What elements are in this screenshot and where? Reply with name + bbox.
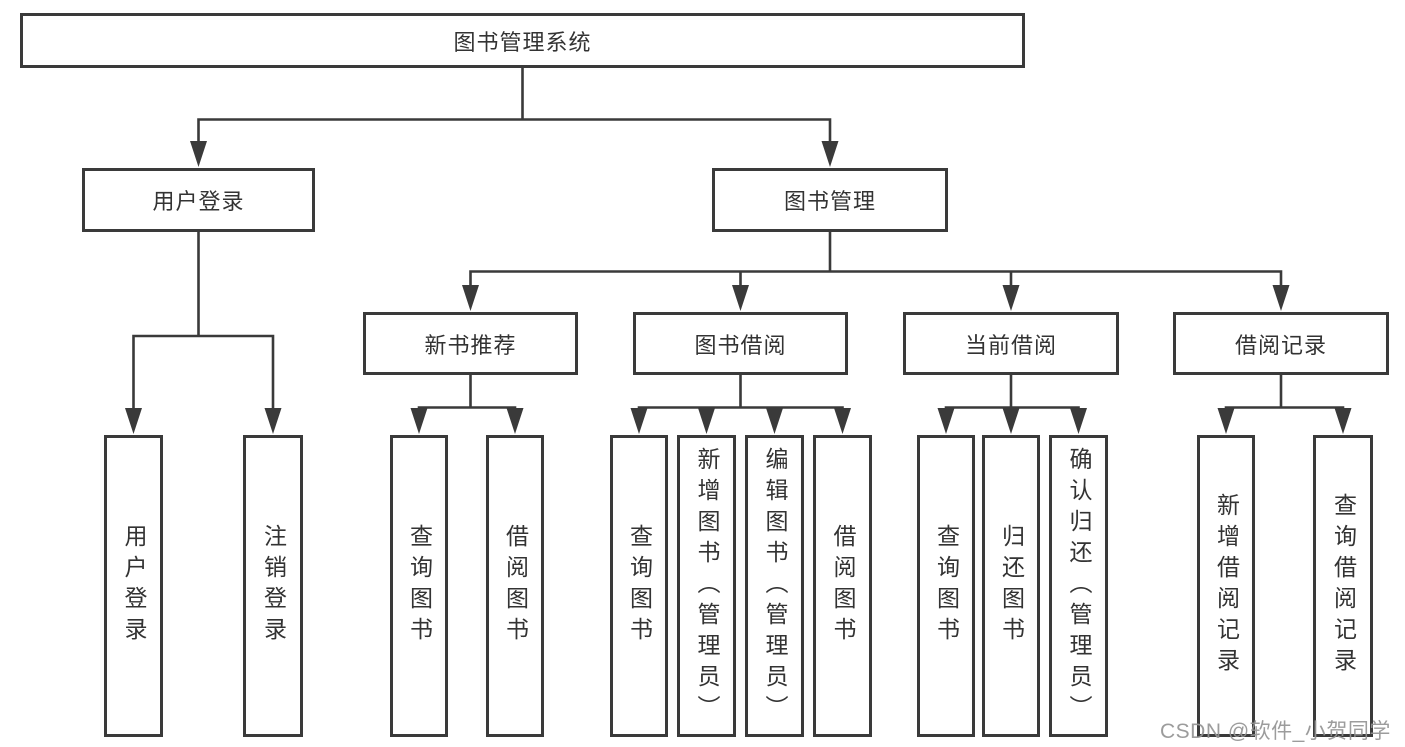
node-borrow-record: 借阅记录 xyxy=(1173,312,1389,375)
node-library-system: 图书管理系统 xyxy=(20,13,1025,68)
leaf-add-borrow-record: 新增借阅记录 xyxy=(1197,435,1255,737)
leaf-edit-books-admin: 编辑图书（管理员） xyxy=(745,435,804,737)
leaf-borrow-books-recommend: 借阅图书 xyxy=(486,435,544,737)
leaf-query-books-current: 查询图书 xyxy=(917,435,975,737)
edges-book-borrow xyxy=(630,373,851,434)
edges-new-book-recommend xyxy=(410,373,524,434)
leaf-confirm-return-admin: 确认归还（管理员） xyxy=(1049,435,1108,737)
node-new-book-recommend: 新书推荐 xyxy=(363,312,578,375)
leaf-add-books-admin: 新增图书（管理员） xyxy=(677,435,736,737)
leaf-query-books-recommend: 查询图书 xyxy=(390,435,448,737)
leaf-query-books-borrow: 查询图书 xyxy=(610,435,668,737)
leaf-return-books: 归还图书 xyxy=(982,435,1040,737)
node-user-login: 用户登录 xyxy=(82,168,315,232)
watermark: CSDN @软件_小贺同学 xyxy=(1160,720,1391,743)
leaf-borrow-books: 借阅图书 xyxy=(813,435,872,737)
node-book-management: 图书管理 xyxy=(712,168,948,232)
edges-book-management xyxy=(462,230,1290,311)
edges-borrow-record xyxy=(1217,373,1352,434)
leaf-query-borrow-record: 查询借阅记录 xyxy=(1313,435,1373,737)
leaf-user-login: 用户登录 xyxy=(104,435,163,737)
leaf-logout: 注销登录 xyxy=(243,435,303,737)
edges-root xyxy=(190,66,839,167)
node-current-borrow: 当前借阅 xyxy=(903,312,1119,375)
node-book-borrow: 图书借阅 xyxy=(633,312,848,375)
edges-current-borrow xyxy=(937,373,1087,434)
edges-user-login xyxy=(125,230,282,434)
